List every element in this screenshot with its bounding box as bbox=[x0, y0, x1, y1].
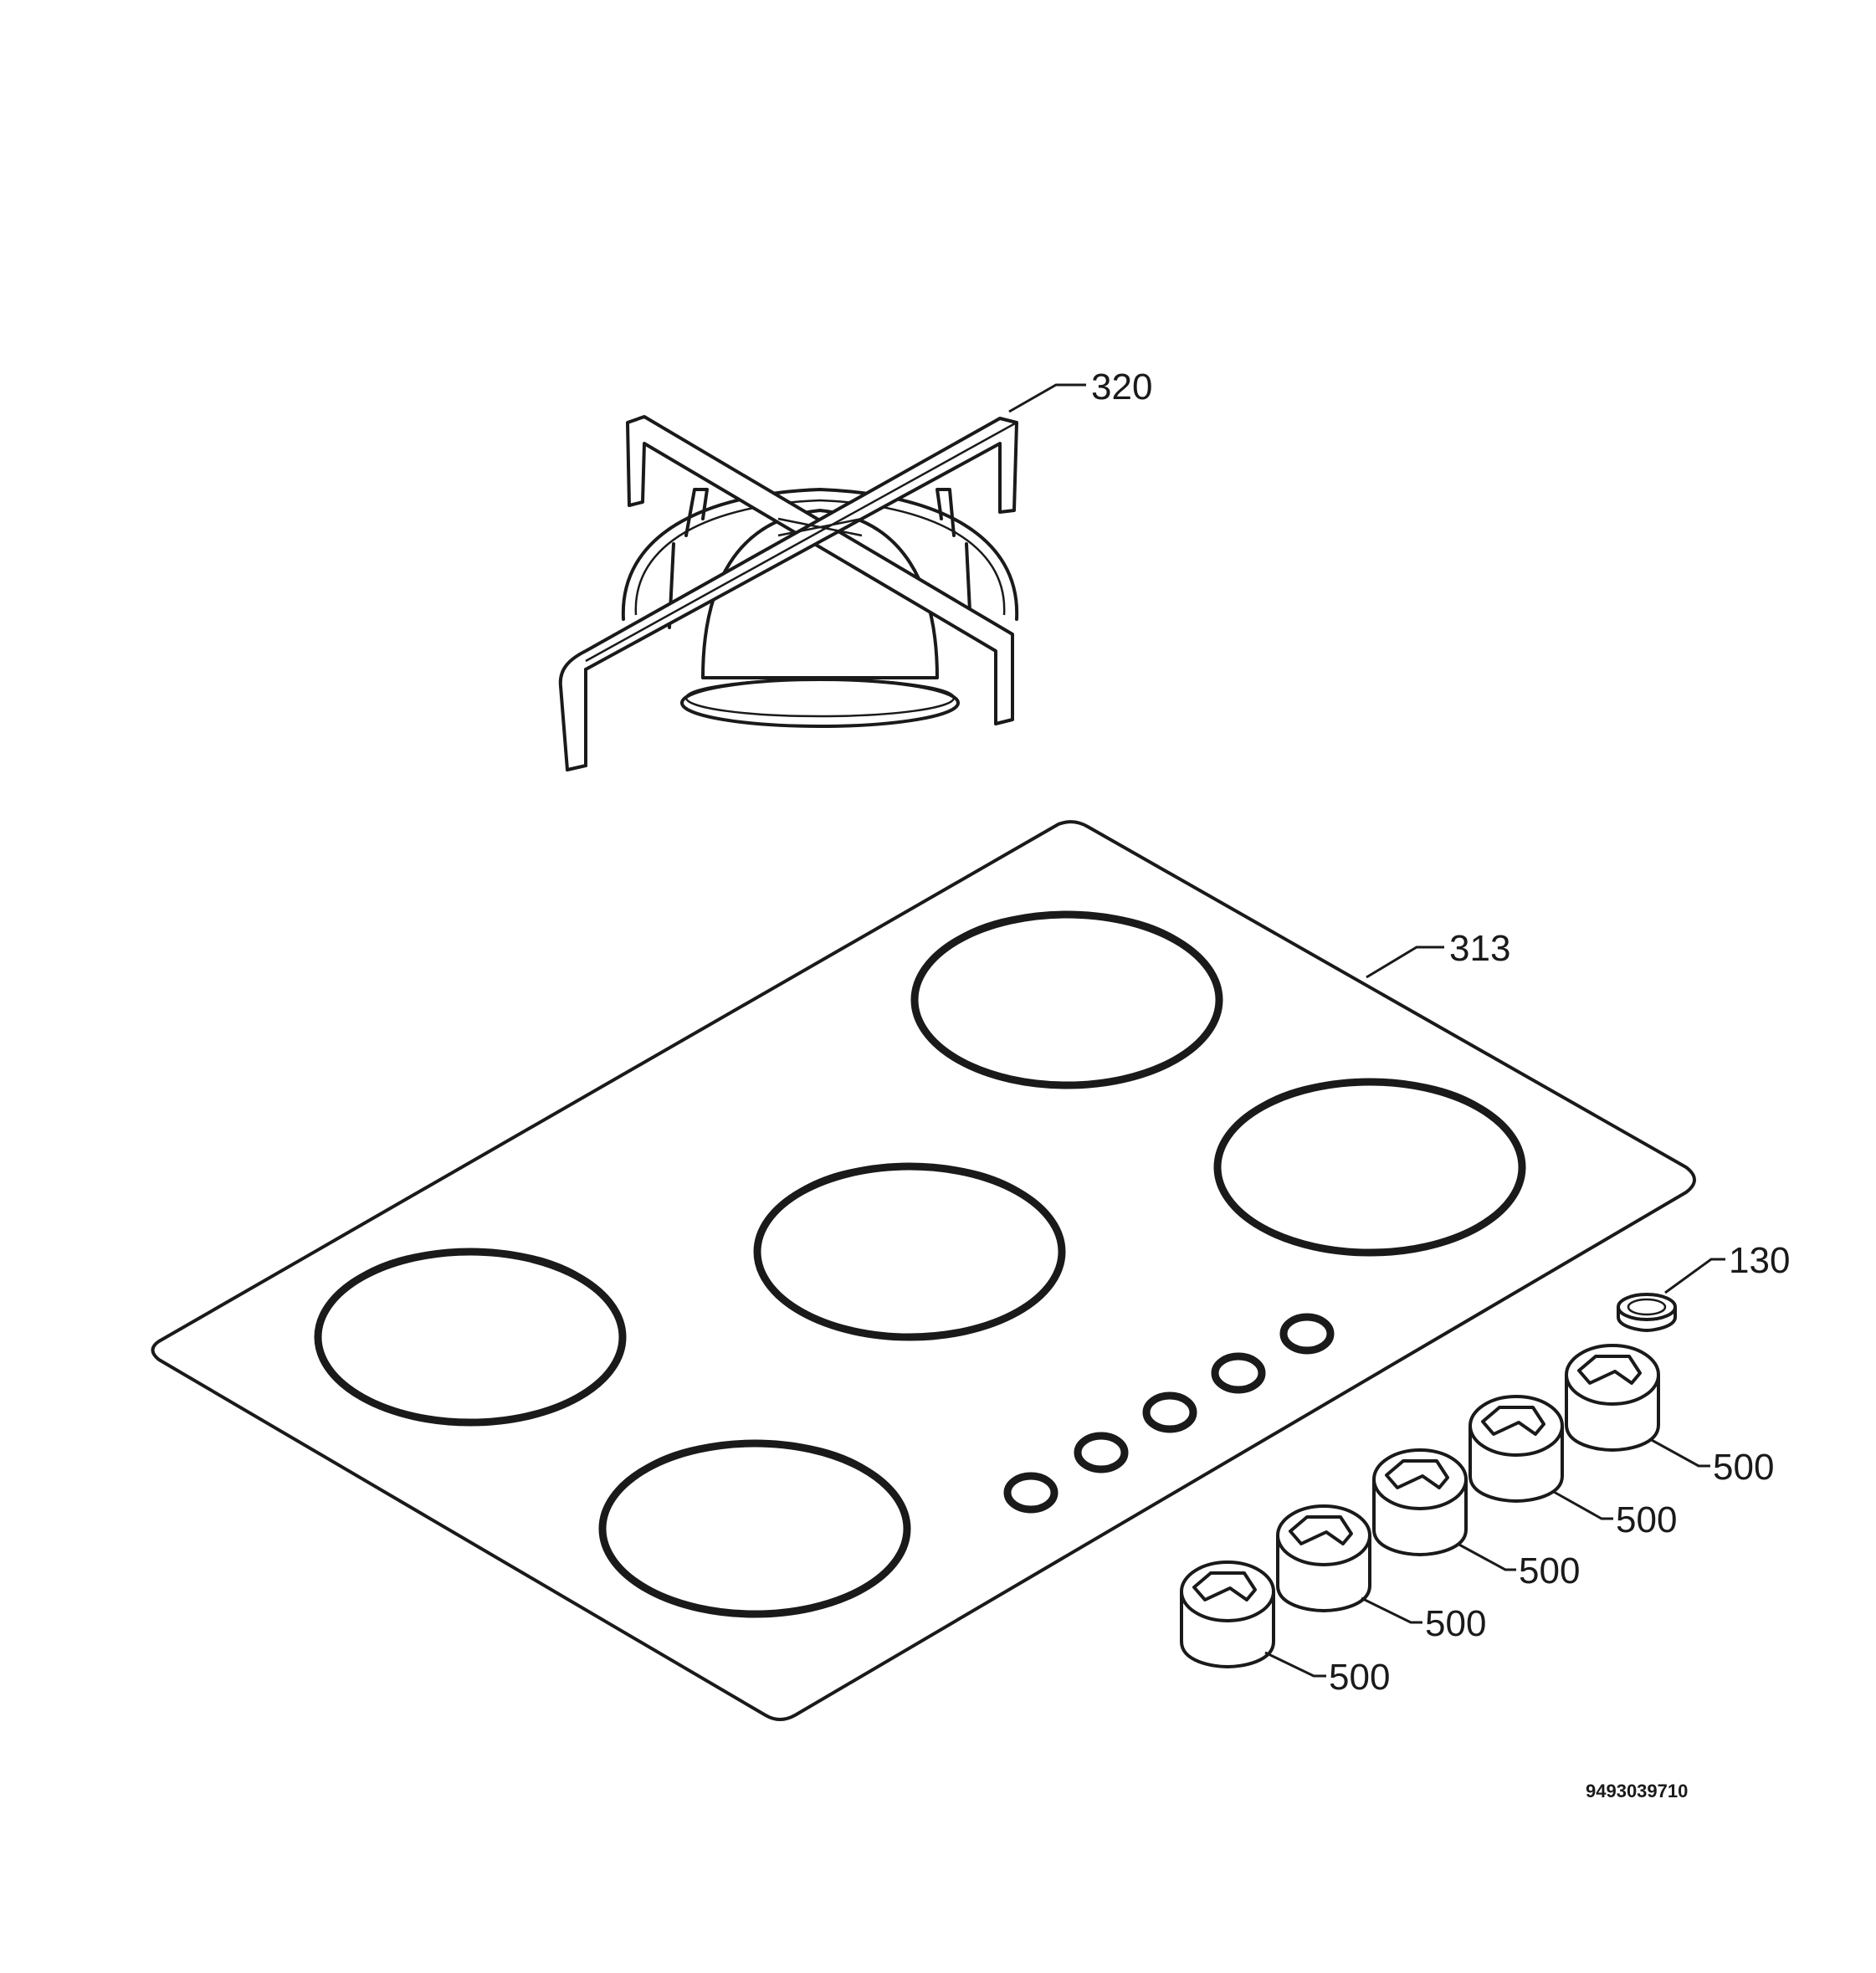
knob-500-4 bbox=[1469, 1395, 1564, 1503]
burner-opening-front bbox=[598, 1439, 911, 1618]
knob-500-1 bbox=[1180, 1560, 1275, 1668]
knob-hole-2 bbox=[1074, 1432, 1129, 1473]
knob-hole-1 bbox=[1003, 1472, 1058, 1514]
knob-500-3 bbox=[1372, 1448, 1468, 1556]
callout-500-2: 500 bbox=[1425, 1603, 1486, 1644]
burner-opening-center bbox=[753, 1162, 1066, 1341]
callout-500-3: 500 bbox=[1519, 1550, 1580, 1591]
knob-hole-5 bbox=[1279, 1313, 1335, 1355]
callout-320: 320 bbox=[1091, 366, 1152, 407]
callout-500-1: 500 bbox=[1329, 1657, 1390, 1698]
callout-313: 313 bbox=[1449, 928, 1510, 969]
pan-support-320 bbox=[558, 415, 1019, 771]
knob-ring-130 bbox=[1617, 1293, 1677, 1332]
leader-line-313 bbox=[1366, 946, 1444, 979]
leader-line-500-4 bbox=[1553, 1490, 1613, 1520]
leader-line-500-3 bbox=[1457, 1542, 1516, 1571]
callout-500-5: 500 bbox=[1713, 1447, 1774, 1488]
leader-line-500-5 bbox=[1649, 1437, 1710, 1468]
leader-line-130 bbox=[1664, 1258, 1725, 1294]
leader-line-320 bbox=[1008, 383, 1086, 413]
hob-top-313 bbox=[151, 820, 1696, 1721]
leader-line-500-2 bbox=[1361, 1596, 1422, 1624]
knob-hole-3 bbox=[1142, 1391, 1197, 1433]
burner-opening-left bbox=[314, 1248, 627, 1427]
burner-opening-right bbox=[1213, 1078, 1526, 1257]
knob-500-2 bbox=[1276, 1504, 1371, 1612]
burner-opening-back-center bbox=[910, 910, 1223, 1089]
callout-130: 130 bbox=[1729, 1240, 1790, 1281]
knob-hole-4 bbox=[1211, 1352, 1266, 1394]
callout-500-4: 500 bbox=[1616, 1499, 1677, 1540]
leader-line-500-1 bbox=[1264, 1651, 1326, 1678]
knob-500-5 bbox=[1565, 1344, 1660, 1452]
document-id: 9493039710 bbox=[1586, 1781, 1688, 1801]
